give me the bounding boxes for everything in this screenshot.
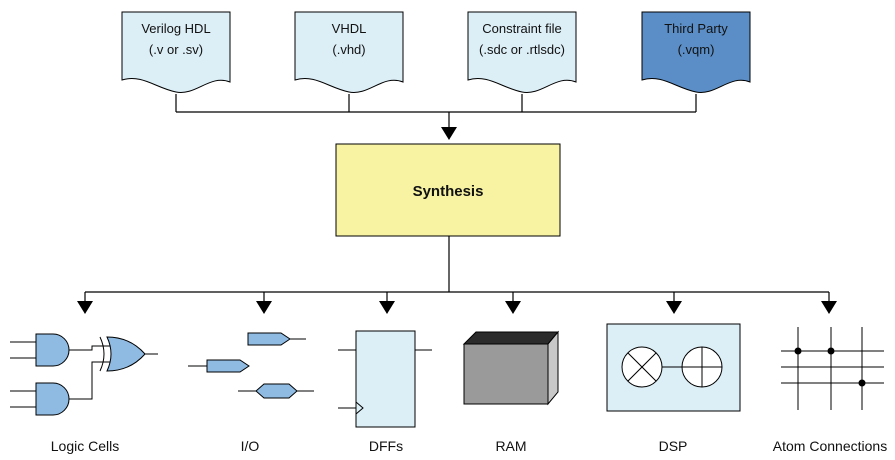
document-shape <box>641 11 751 93</box>
arrow-down-icon <box>379 301 395 314</box>
document-shape <box>294 11 404 93</box>
arrow-down-icon <box>821 301 837 314</box>
multiplier-adder-icon <box>606 323 741 412</box>
document-extension: (.vhd) <box>332 42 365 57</box>
io-buffers-icon <box>188 332 314 399</box>
input-document-verilog: Verilog HDL (.v or .sv) <box>121 11 231 93</box>
document-extension: (.v or .sv) <box>149 42 203 57</box>
document-title: Constraint file <box>482 21 561 36</box>
document-shape <box>121 11 231 93</box>
or-gate-icon <box>106 336 146 372</box>
connection-grid-icon <box>781 327 884 410</box>
output-label-ram: RAM <box>495 438 526 454</box>
output-label-io: I/O <box>241 438 260 454</box>
connection-dot <box>858 379 866 387</box>
flip-flop-icon <box>338 330 432 428</box>
document-extension: (.sdc or .rtlsdc) <box>479 42 565 57</box>
ram-front-face <box>463 343 549 405</box>
ram-top-face <box>462 331 560 345</box>
output-buffer-icon <box>247 332 291 346</box>
synthesis-label: Synthesis <box>413 183 484 200</box>
input-document-third-party: Third Party (.vqm) <box>641 11 751 93</box>
wire <box>69 361 110 400</box>
bidirectional-buffer-icon <box>255 383 298 399</box>
ram-block-icon <box>462 330 560 406</box>
output-labels: Logic Cells I/O DFFs RAM DSP Atom Connec… <box>51 438 887 454</box>
synthesis-box <box>335 143 561 237</box>
and-gate-icon <box>35 333 70 367</box>
output-label-dffs: DFFs <box>369 438 403 454</box>
logic-gates-icon <box>10 333 158 416</box>
arrow-down-icon <box>77 301 93 314</box>
synthesis-block: Synthesis <box>335 143 561 237</box>
arrow-down-icon <box>256 301 272 314</box>
connection-dot <box>827 347 835 355</box>
document-shape <box>467 11 577 93</box>
output-label-atom-connections: Atom Connections <box>773 438 887 454</box>
document-title: Third Party <box>664 21 728 36</box>
document-title: VHDL <box>332 21 367 36</box>
output-label-logic-cells: Logic Cells <box>51 438 119 454</box>
or-gate-back-curve <box>99 336 105 372</box>
input-buffer-icon <box>206 359 250 373</box>
document-extension: (.vqm) <box>678 42 715 57</box>
wire <box>69 345 110 351</box>
arrow-down-icon <box>441 127 457 140</box>
connection-dot <box>794 347 802 355</box>
input-connectors <box>175 94 697 140</box>
and-gate-icon <box>35 382 70 416</box>
input-document-vhdl: VHDL (.vhd) <box>294 11 404 93</box>
document-title: Verilog HDL <box>141 21 210 36</box>
clock-input-icon <box>355 401 364 415</box>
ram-side-face <box>547 330 559 406</box>
output-connectors <box>77 236 837 314</box>
multiply-sign <box>627 352 657 382</box>
output-label-dsp: DSP <box>659 438 688 454</box>
arrow-down-icon <box>666 301 682 314</box>
arrow-down-icon <box>505 301 521 314</box>
input-document-constraint: Constraint file (.sdc or .rtlsdc) <box>467 11 577 93</box>
flip-flop-body <box>355 330 416 428</box>
